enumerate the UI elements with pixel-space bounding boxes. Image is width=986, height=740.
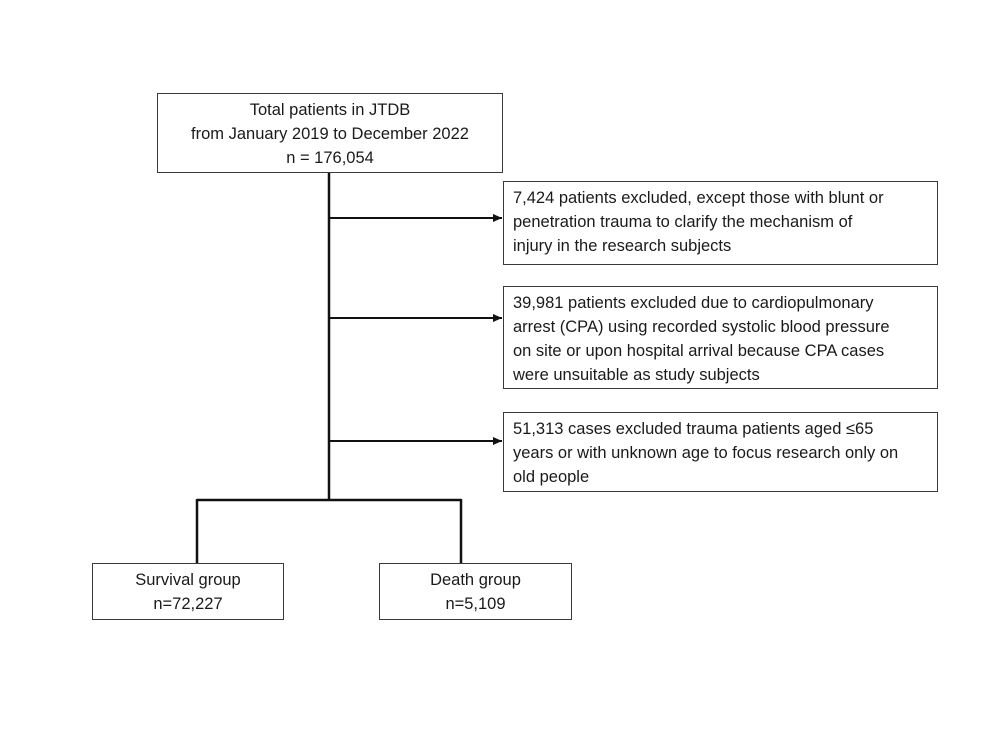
exclusion-3-line-1: 51,313 cases excluded trauma patients ag… <box>513 420 874 438</box>
total-patients-period: from January 2019 to December 2022 <box>191 125 469 143</box>
death-group-box: Death group n=5,109 <box>379 563 572 620</box>
exclusion-box-3: 51,313 cases excluded trauma patients ag… <box>503 412 938 492</box>
total-patients-title: Total patients in JTDB <box>249 101 411 119</box>
death-group-count: n=5,109 <box>445 595 506 613</box>
exclusion-2-line-4: were unsuitable as study subjects <box>513 366 760 384</box>
survival-group-box: Survival group n=72,227 <box>92 563 284 620</box>
survival-group-label: Survival group <box>135 571 241 589</box>
exclusion-2-line-2: arrest (CPA) using recorded systolic blo… <box>513 318 890 336</box>
death-group-label: Death group <box>430 571 521 589</box>
exclusion-2-line-1: 39,981 patients excluded due to cardiopu… <box>513 294 874 312</box>
survival-group-count: n=72,227 <box>153 595 223 613</box>
exclusion-box-2: 39,981 patients excluded due to cardiopu… <box>503 286 938 389</box>
exclusion-3-line-2: years or with unknown age to focus resea… <box>513 444 899 462</box>
total-patients-box: Total patients in JTDB from January 2019… <box>157 93 503 173</box>
exclusion-1-line-3: injury in the research subjects <box>513 237 732 255</box>
total-patients-count: n = 176,054 <box>286 149 374 167</box>
exclusion-1-line-2: penetration trauma to clarify the mechan… <box>513 213 853 231</box>
exclusion-box-1: 7,424 patients excluded, except those wi… <box>503 181 938 265</box>
exclusion-3-line-3: old people <box>513 468 590 486</box>
exclusion-1-line-1: 7,424 patients excluded, except those wi… <box>513 189 884 207</box>
exclusion-2-line-3: on site or upon hospital arrival because… <box>513 342 885 360</box>
